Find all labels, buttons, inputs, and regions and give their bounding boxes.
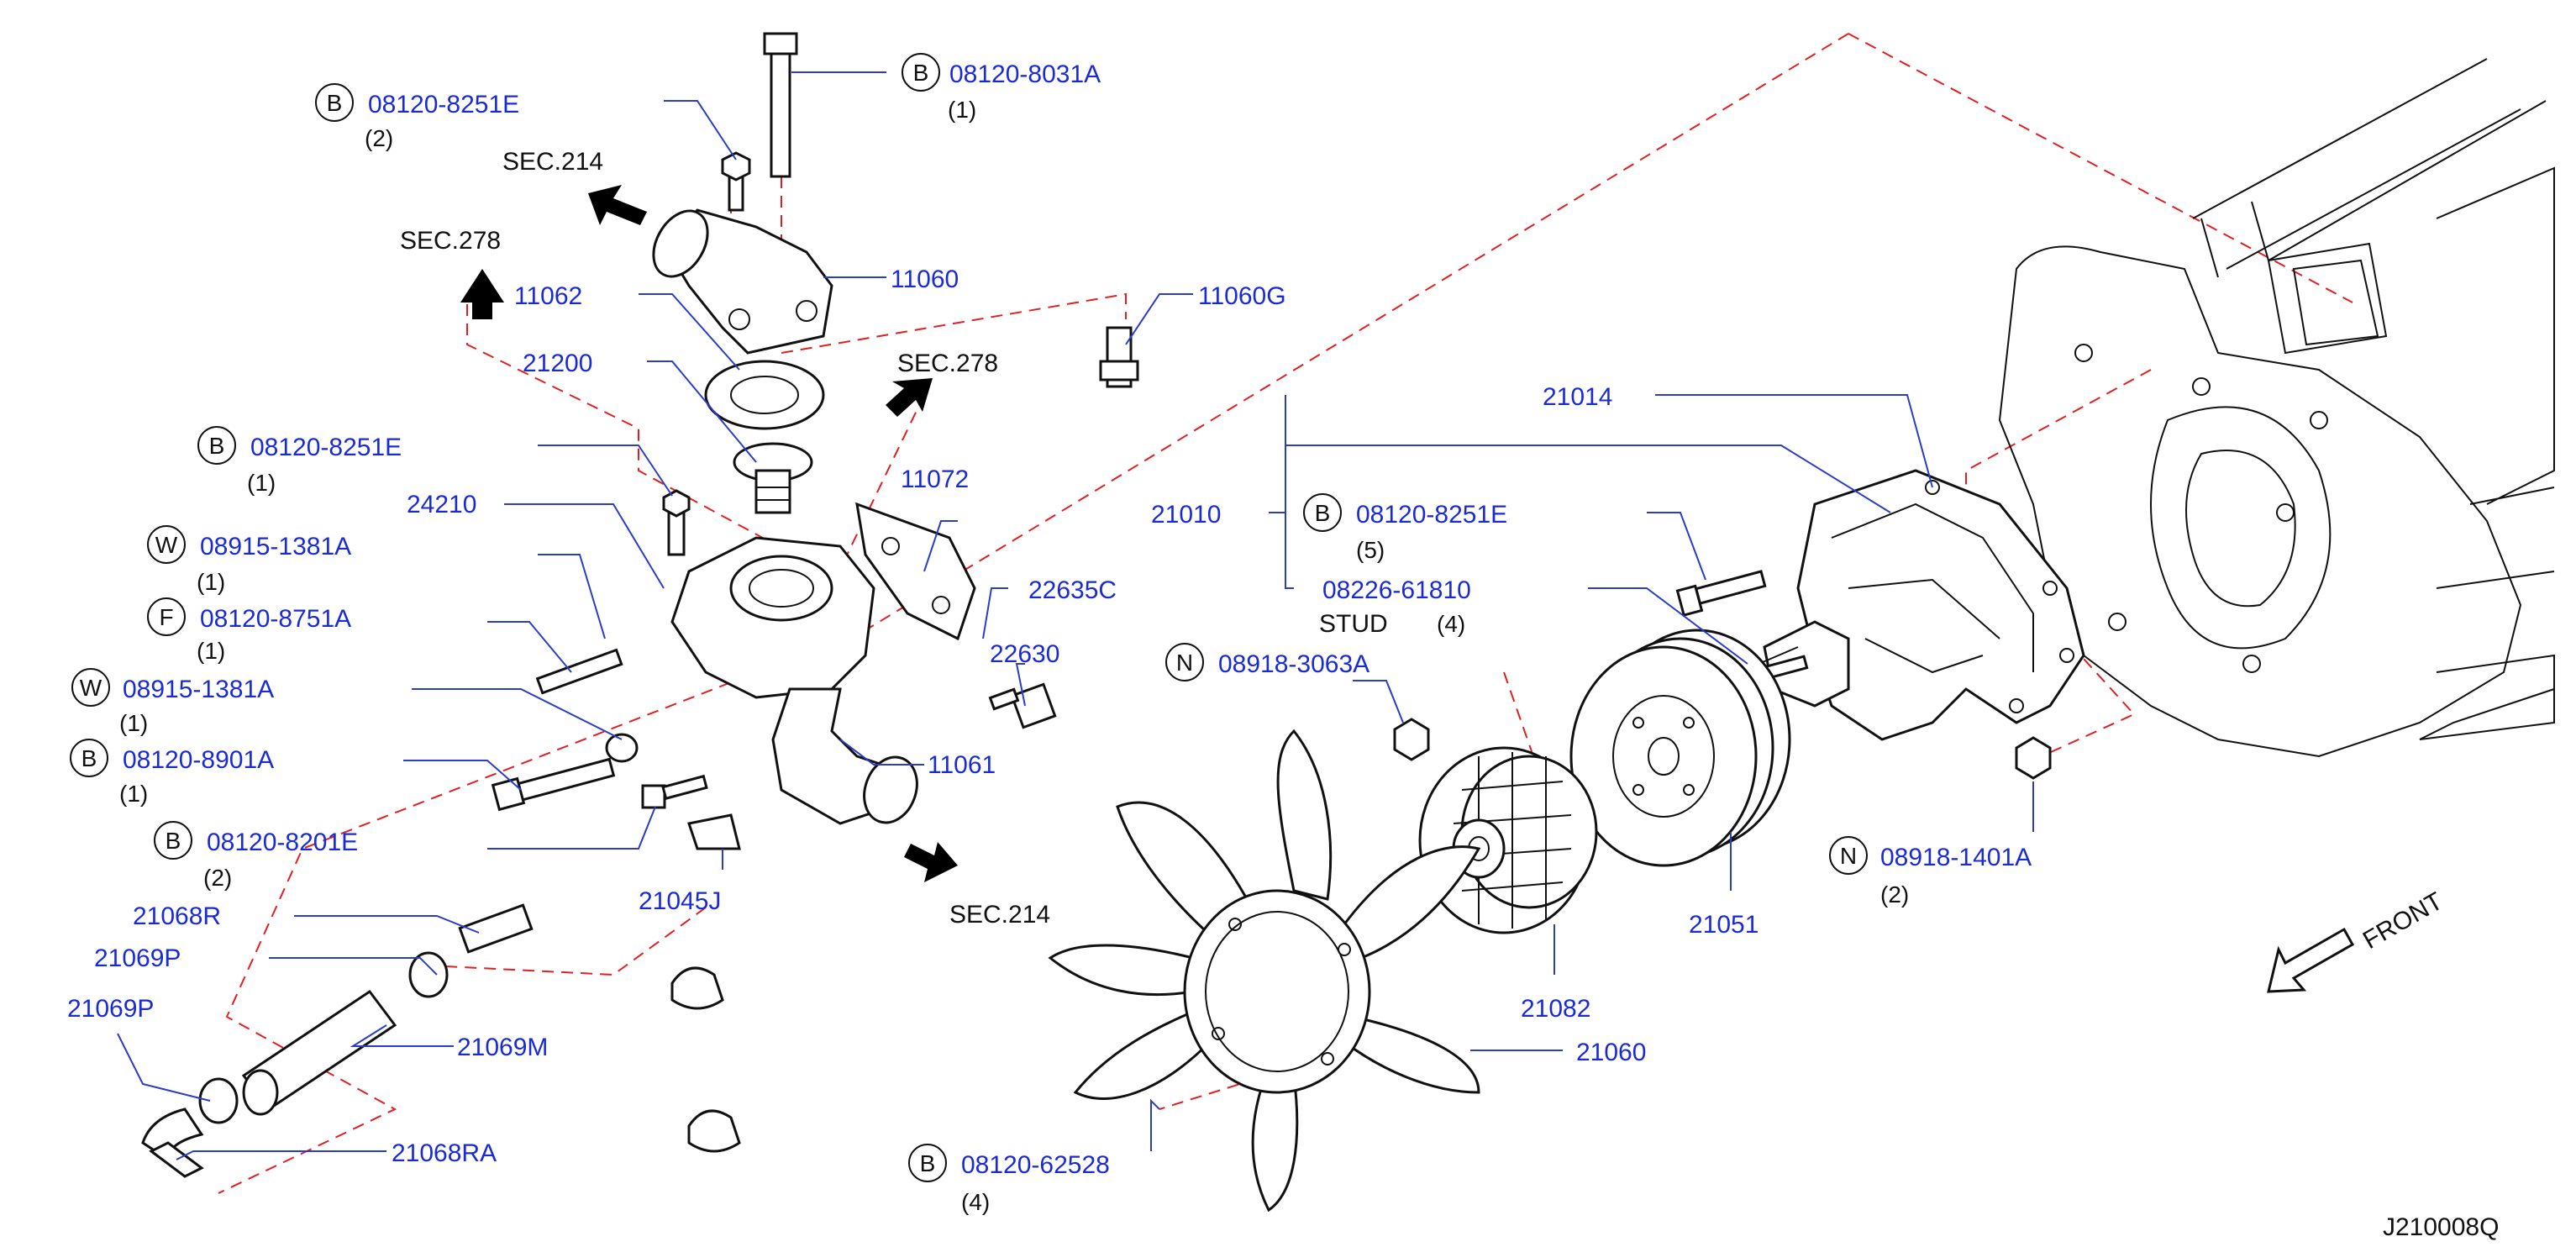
pump-bolts bbox=[1393, 570, 2052, 780]
svg-text:W: W bbox=[80, 675, 103, 701]
svg-text:(2): (2) bbox=[365, 125, 393, 151]
label-21200: 21200 bbox=[523, 350, 592, 377]
label-21082: 21082 bbox=[1521, 995, 1590, 1023]
svg-text:(1): (1) bbox=[247, 470, 276, 496]
callout-08120-62528: B 08120-62528 (4) bbox=[908, 1144, 1110, 1215]
diagram-id: J210008Q bbox=[2383, 1213, 2499, 1241]
svg-text:(4): (4) bbox=[961, 1189, 990, 1215]
label-11060: 11060 bbox=[891, 266, 959, 293]
svg-text:N: N bbox=[1840, 843, 1857, 869]
svg-text:B: B bbox=[913, 60, 929, 86]
svg-text:08120-62528: 08120-62528 bbox=[961, 1151, 1110, 1179]
label-21010: 21010 bbox=[1151, 501, 1221, 529]
label-21068R: 21068R bbox=[133, 902, 221, 930]
engine-block bbox=[1998, 58, 2555, 758]
svg-text:B: B bbox=[166, 828, 181, 854]
svg-text:B: B bbox=[209, 433, 225, 459]
label-22630: 22630 bbox=[990, 640, 1059, 668]
svg-text:08120-8031A: 08120-8031A bbox=[949, 61, 1101, 88]
callout-08120-8251E-b: B 08120-8251E (1) bbox=[197, 426, 402, 496]
svg-text:B: B bbox=[327, 90, 343, 116]
svg-text:08915-1381A: 08915-1381A bbox=[123, 676, 274, 703]
label-11060G: 11060G bbox=[1198, 282, 1286, 310]
label-21069P-a: 21069P bbox=[94, 944, 181, 972]
arrow-sec214-bottom bbox=[904, 842, 958, 882]
label-stud-number: 08226-61810 bbox=[1322, 576, 1471, 604]
label-11072: 11072 bbox=[901, 466, 969, 493]
callout-08918-3063A: N 08918-3063A bbox=[1165, 643, 1369, 681]
pulley bbox=[1569, 629, 1791, 867]
label-11062: 11062 bbox=[514, 282, 582, 310]
thermostat-housing bbox=[491, 32, 1139, 1153]
svg-text:B: B bbox=[920, 1150, 936, 1176]
label-stud-qty: (4) bbox=[1437, 611, 1465, 637]
callout-08120-8031A: B 08120-8031A (1) bbox=[902, 53, 1101, 123]
front-label: FRONT bbox=[2358, 887, 2447, 955]
svg-text:(1): (1) bbox=[197, 638, 225, 664]
callout-08915-1381A-b: W 08915-1381A (1) bbox=[71, 668, 274, 736]
svg-text:B: B bbox=[81, 745, 97, 771]
svg-text:(1): (1) bbox=[119, 781, 148, 807]
svg-text:(2): (2) bbox=[1880, 881, 1909, 908]
label-21014: 21014 bbox=[1543, 383, 1612, 411]
callout-circles: B 08120-8031A (1) B 08120-8251E (2) B 08… bbox=[70, 53, 2032, 1215]
svg-text:08918-3063A: 08918-3063A bbox=[1218, 650, 1369, 678]
sec278-mid-label: SEC.278 bbox=[897, 350, 998, 377]
label-stud: STUD bbox=[1319, 610, 1388, 638]
svg-text:08120-8251E: 08120-8251E bbox=[250, 434, 402, 461]
label-21069P-b: 21069P bbox=[67, 995, 154, 1023]
svg-text:(5): (5) bbox=[1356, 537, 1385, 563]
arrow-sec278-mid bbox=[886, 378, 933, 417]
callout-08120-8201E: B 08120-8201E (2) bbox=[154, 821, 358, 891]
svg-text:08120-8201E: 08120-8201E bbox=[207, 829, 358, 856]
svg-text:(1): (1) bbox=[197, 569, 225, 595]
svg-text:08915-1381A: 08915-1381A bbox=[200, 533, 351, 560]
svg-text:08120-8901A: 08120-8901A bbox=[123, 746, 274, 774]
svg-text:(1): (1) bbox=[119, 710, 148, 736]
callout-08120-8751A: F 08120-8751A (1) bbox=[147, 597, 351, 664]
svg-text:08120-8251E: 08120-8251E bbox=[1356, 501, 1507, 529]
label-21051: 21051 bbox=[1689, 911, 1759, 939]
label-21060: 21060 bbox=[1576, 1039, 1646, 1066]
svg-text:08918-1401A: 08918-1401A bbox=[1880, 844, 2032, 871]
sec278-left-label: SEC.278 bbox=[400, 227, 501, 255]
svg-text:08120-8251E: 08120-8251E bbox=[368, 91, 519, 118]
arrow-sec214-top bbox=[588, 185, 647, 225]
front-indicator: FRONT bbox=[2267, 887, 2447, 993]
label-22635C: 22635C bbox=[1028, 576, 1117, 604]
callout-08918-1401A: N 08918-1401A (2) bbox=[1829, 836, 2032, 908]
arrow-sec278-left bbox=[460, 269, 504, 319]
sec214-bottom-label: SEC.214 bbox=[949, 901, 1050, 929]
hose-assembly bbox=[141, 903, 534, 1178]
label-24210: 24210 bbox=[407, 491, 476, 518]
svg-text:W: W bbox=[155, 532, 178, 558]
fan-clutch bbox=[1418, 746, 1598, 934]
label-21045J: 21045J bbox=[639, 887, 721, 915]
front-arrow-icon bbox=[2267, 927, 2355, 993]
svg-text:(2): (2) bbox=[203, 865, 232, 891]
callout-08120-8251E-c: B 08120-8251E (5) bbox=[1303, 493, 1507, 563]
label-21068RA: 21068RA bbox=[392, 1139, 497, 1167]
svg-text:08120-8751A: 08120-8751A bbox=[200, 605, 351, 633]
leader-lines bbox=[117, 71, 2034, 1160]
sec214-top-label: SEC.214 bbox=[502, 148, 603, 176]
section-labels: SEC.214 SEC.278 SEC.278 SEC.214 bbox=[400, 148, 1050, 929]
cooling-fan bbox=[1048, 729, 1481, 1213]
svg-text:F: F bbox=[159, 604, 173, 630]
section-arrows bbox=[460, 185, 958, 882]
label-21069M: 21069M bbox=[457, 1034, 548, 1061]
svg-text:(1): (1) bbox=[948, 97, 976, 123]
callout-08915-1381A-a: W 08915-1381A (1) bbox=[147, 525, 351, 595]
water-pump bbox=[1738, 469, 2085, 741]
svg-text:B: B bbox=[1315, 500, 1331, 526]
callout-08120-8901A: B 08120-8901A (1) bbox=[70, 739, 274, 807]
label-11061: 11061 bbox=[928, 751, 996, 779]
callout-08120-8251E-a: B 08120-8251E (2) bbox=[315, 83, 519, 151]
svg-text:N: N bbox=[1176, 650, 1193, 676]
part-labels: 11060 11060G 11062 21200 24210 11072 226… bbox=[67, 266, 1759, 1167]
